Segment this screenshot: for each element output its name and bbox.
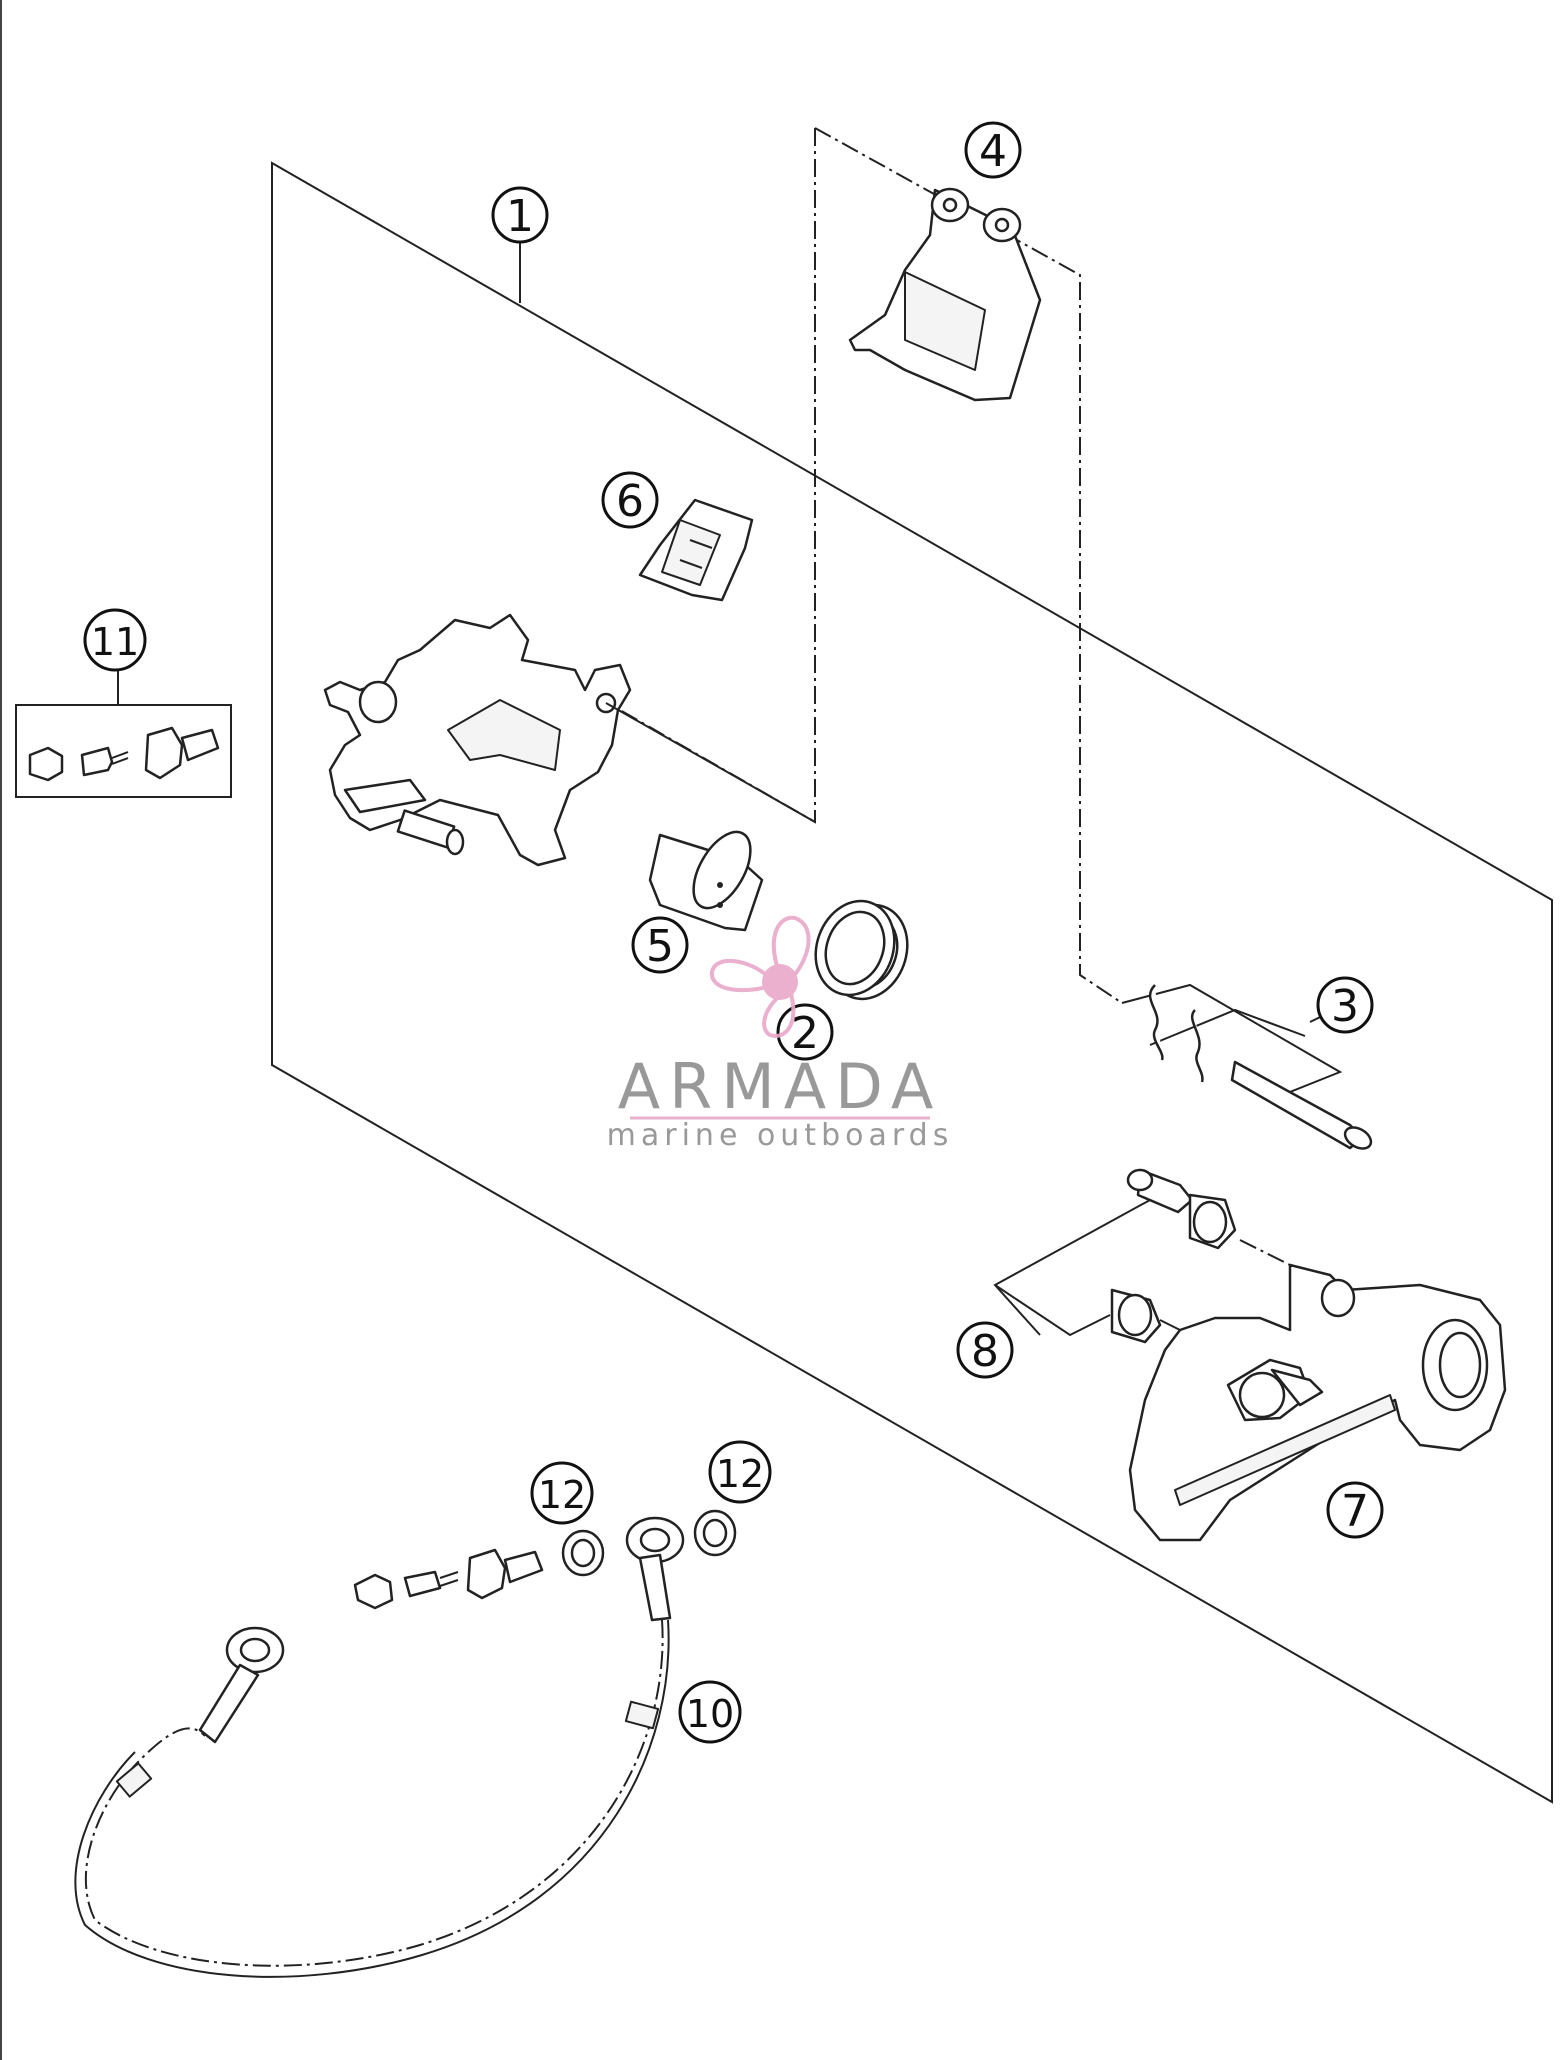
callout-10: 10 xyxy=(678,1680,742,1744)
callout-6-label: 6 xyxy=(616,476,644,527)
washer-part-right xyxy=(693,1509,737,1557)
caliper-leader xyxy=(605,702,816,823)
callout-7: 7 xyxy=(1326,1481,1384,1539)
bleeder-set-part xyxy=(15,660,232,798)
seal-rings-part xyxy=(814,899,909,1001)
callout-5-label: 5 xyxy=(646,921,674,972)
callout-11: 11 xyxy=(83,608,147,672)
pin-clip-part xyxy=(1121,983,1373,1150)
callout-11-label: 11 xyxy=(91,620,139,664)
callout-3: 3 xyxy=(1316,976,1374,1034)
assembly-1-frame xyxy=(271,161,1553,1804)
callout-1-label: 1 xyxy=(506,191,534,242)
callout-7-label: 7 xyxy=(1341,1486,1369,1537)
assembly-4-frame-left xyxy=(619,128,816,824)
callout-2-label: 2 xyxy=(791,1008,819,1059)
callout-12-left-label: 12 xyxy=(538,1473,586,1517)
washer-part-left xyxy=(561,1529,605,1577)
callout-6: 6 xyxy=(601,471,659,529)
callout-3-label: 3 xyxy=(1331,981,1359,1032)
callout-4: 4 xyxy=(964,121,1022,179)
pad-spring-part xyxy=(638,498,754,602)
watermark-brand: ARMADA xyxy=(618,1050,942,1123)
callout-5: 5 xyxy=(631,916,689,974)
callout-1: 1 xyxy=(491,186,549,244)
callout-8: 8 xyxy=(956,1321,1014,1379)
brake-hose-part xyxy=(74,1516,685,1978)
callout-4-label: 4 xyxy=(979,126,1007,177)
watermark-tagline: marine outboards xyxy=(607,1118,954,1153)
caliper-bracket-part xyxy=(1128,1263,1507,1542)
armada-watermark: ARMADA marine outboards xyxy=(607,915,954,1153)
propeller-icon xyxy=(709,915,811,1038)
caliper-body-part xyxy=(323,613,632,867)
callout-8-label: 8 xyxy=(971,1326,999,1377)
callout-12-left: 12 xyxy=(530,1461,594,1525)
piston-part xyxy=(648,830,764,932)
assembly-4-frame xyxy=(814,127,1123,1004)
slide-pins-part xyxy=(993,1168,1291,1344)
callout-12-right-label: 12 xyxy=(716,1452,764,1496)
callout-12-right: 12 xyxy=(708,1440,772,1504)
brake-pad-part xyxy=(848,187,1042,402)
callout-10-label: 10 xyxy=(686,1692,734,1736)
banjo-bolt-part xyxy=(353,1548,544,1610)
